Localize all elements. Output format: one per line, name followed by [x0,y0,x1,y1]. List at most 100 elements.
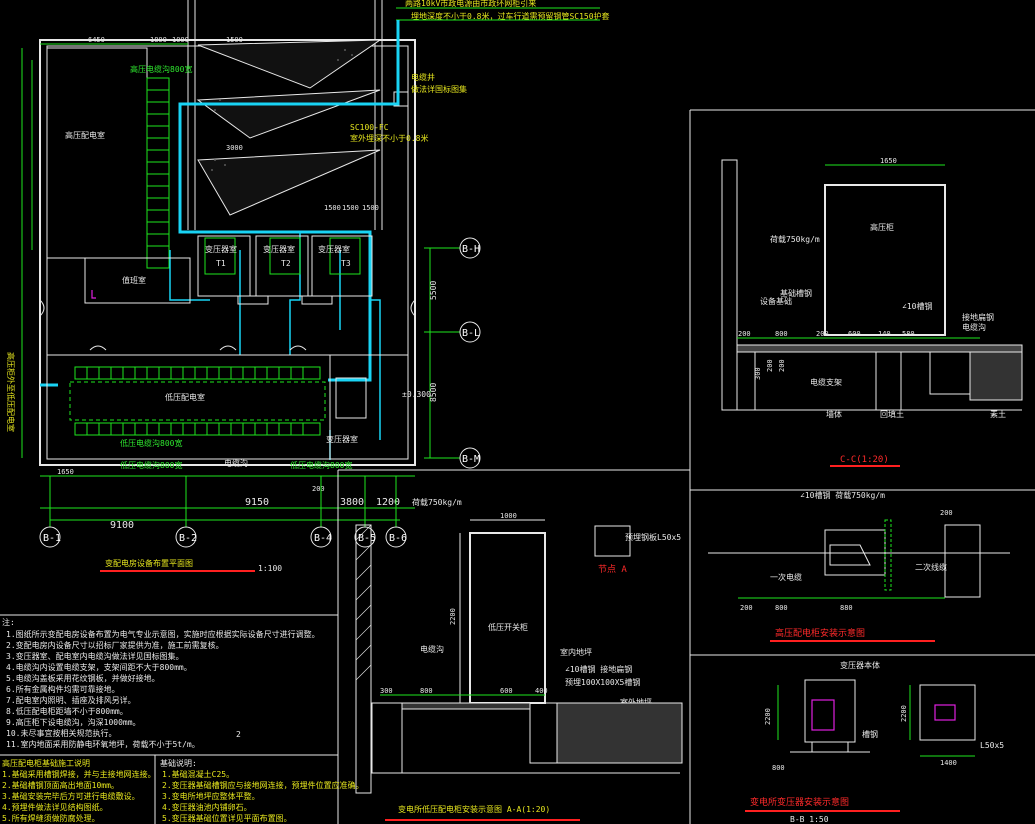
sc-note: SC100-FC [350,123,389,132]
hv-side: 一次电缆 [770,572,802,582]
grid-right-3: B-M [462,454,480,465]
grid-bottom-2: B-2 [179,533,197,544]
tx-dim-3: 800 [772,764,785,772]
aa-pipe: 预埋100X100X5槽钢 [565,677,640,687]
tx-top-label: 变压器本体 [840,660,880,670]
note-line-3: 3.变压器室、配电室内电缆沟做法详见国标图集。 [6,651,184,661]
note-line-5: 5.电缆沟盖板采用花纹钢板，并做好接地。 [6,673,160,683]
hv-trench-label: 高压电缆沟800宽 [130,64,192,74]
grid-bottom-3: B-4 [314,533,332,544]
aa-detail-label: 节点 A [598,564,627,575]
hv-dim-1: 800 [775,604,788,612]
left-col-4: 4.预埋件做法详见结构图纸。 [2,802,108,812]
grid-right-1: B-H [462,244,480,255]
hv-dim-2: 880 [840,604,853,612]
note-line-4: 4.电缆沟内设置电缆支架，支架间距不大于800mm。 [6,662,192,672]
grid-bubble-right-2: B-L [459,321,481,343]
aa-dim-3: 400 [535,687,548,695]
left-col-3: 3.基础安装完毕后方可进行电缆敷设。 [2,791,140,801]
hv-right: 二次线缆 [915,562,947,572]
tx-scale: B-B 1:50 [790,815,829,824]
lv-room-label: 低压配电室 [165,392,205,402]
cc-note-far: 电缆沟 [962,322,986,332]
cc-vdim-2: 200 [778,359,786,372]
cc-note-a: 设备基础 [760,296,792,306]
page-number: 2 [236,730,241,739]
plan-scale: 1:100 [258,564,282,573]
tx-room-label-1: 变压器室 [205,244,237,254]
plan-dim-1500: 1500 [226,36,243,44]
plan-dim-3000: 3000 [226,144,243,152]
plan-dim-1200: 1200 [376,497,400,508]
cc-title: C-C(1:20) [840,455,889,465]
left-col-1: 1.基础采用槽钢焊接，并与主接地网连接。 [2,769,156,779]
aa-dim-1: 800 [420,687,433,695]
grid-bubble-bottom-3: B-4 [310,526,332,548]
section-aa: 荷载750kg/m 1000 低压开关柜 2200 电缆沟 室内地坪 ∠10槽钢… [338,469,690,821]
right-col-3: 4.变压器油池内铺卵石。 [162,802,252,812]
aa-floor: 室内地坪 [560,647,592,657]
note-line-8: 8.低压配电柜距墙不小于800mm。 [6,706,128,716]
grid-right-2: B-L [462,328,480,339]
cc-steel: ∠10槽钢 [902,301,932,311]
aa-outdoor: 室外地坪 [620,697,652,707]
aa-title: 变电所低压配电柜安装示意图 A-A(1:20) [398,804,550,814]
lv-cabinet-dividers [86,367,304,435]
plan-title: 变配电房设备布置平面图 [105,558,193,568]
hv-cabinet-column [146,77,170,269]
tx-code-1: T1 [216,259,226,268]
lv-trench-label: 低压电缆沟800宽 [120,438,182,448]
plan-dim-bottom-total: 1650 [57,468,74,476]
plan-dim-3800: 3800 [340,497,364,508]
grid-bubble-right-1: B-H [459,237,481,259]
aa-detail-note: 预埋钢板L50x5 [625,532,681,542]
note-line-1: 1.图纸所示变配电房设备布置为电气专业示意图，实施时应根据实际设备尺寸进行调整。 [6,629,320,639]
cable-well-label: 电缆井 [411,72,435,82]
note-line-10: 10.未尽事宜按相关规范执行。 [6,728,116,738]
cc-dim-1: 800 [775,330,788,338]
right-col-1: 2.变压器基础槽钢应与接地网连接，预埋件位置应准确。 [162,780,364,790]
aa-dim-0: 300 [380,687,393,695]
grid-bubble-right-3: B-M [459,447,481,469]
hv-dim-0: 200 [740,604,753,612]
bottom-label-1: 低压电缆沟800宽 [120,460,182,470]
duty-room-label: 值班室 [122,275,146,285]
cc-dim-3: 600 [848,330,861,338]
sc-note-2: 室外埋深不小于0.8米 [350,133,428,143]
aa-dim-1000: 1000 [500,512,517,520]
hv-title: 高压配电柜安装示意图 [775,627,865,639]
tx-label-0: 槽钢 [862,729,878,739]
grid-bubble-bottom-4: B-5 [354,526,376,548]
tx-title: 变电所变压器安装示意图 [750,796,849,808]
tx-room-label-3: 变压器室 [318,244,350,254]
plan-dim-5500: 5500 [429,281,438,300]
cc-bottom-0: 墙体 [826,409,842,419]
cc-note-right: 接地扁钢 [962,312,994,322]
grid-bubble-bottom-5: B-6 [385,526,407,548]
hv-mount-detail: ∠10槽钢 荷载750kg/m 200 800 880 200 一次电缆 二次线… [690,489,1035,656]
cc-dim-0: 200 [738,330,751,338]
cc-weight: 荷载750kg/m [770,234,820,244]
tx-room-label-lv: 变压器室 [326,434,358,444]
left-col-2: 2.基础槽钢顶面高出地面10mm。 [2,780,119,790]
grid-bottom-1: B-1 [43,533,61,544]
notes-block: 注: 1.图纸所示变配电房设备布置为电气专业示意图，实施时应根据实际设备尺寸进行… [0,470,364,824]
plan-dim-200: 200 [312,485,325,493]
plan-dim-sub-0: 1500 [324,204,341,212]
plan-dim-9150: 9150 [245,497,269,508]
cc-dim-1650: 1650 [880,157,897,165]
cc-dim-2: 200 [816,330,829,338]
plan-dim-top-0: 6450 [88,36,105,44]
notes-header: 注: [2,617,15,627]
aa-cabinet: 低压开关柜 [488,622,528,632]
tx-dim-1: 2200 [900,705,908,722]
plan-dim-top-1: 1800 [150,36,167,44]
grid-bottom-5: B-6 [389,533,407,544]
tx-label-1: L50x5 [980,741,1004,750]
cc-dim-5: 580 [902,330,915,338]
hv-dim-3: 200 [940,509,953,517]
tx-mount-detail: 变压器本体 2200 800 2200 1400 槽钢 L50x5 变电所变压器… [745,660,1004,824]
left-col-5: 5.所有焊缝须做防腐处理。 [2,813,100,823]
plan-dim-0300: ±0.300 [402,390,431,399]
